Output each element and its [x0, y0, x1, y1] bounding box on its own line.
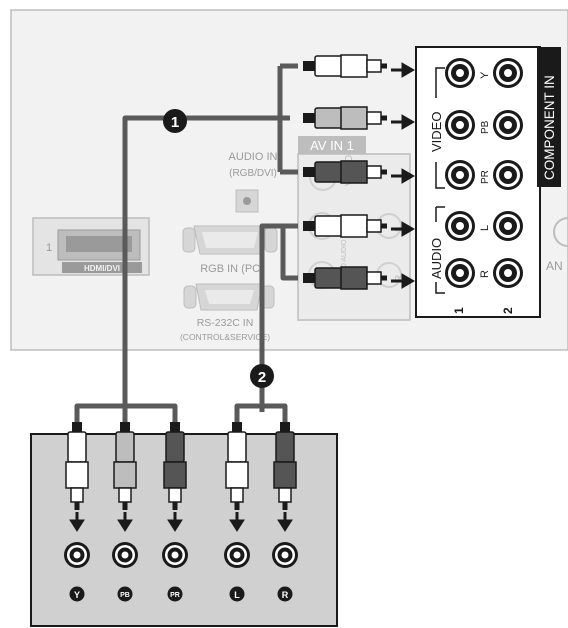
svg-text:Y: Y: [74, 590, 80, 600]
component-r-jack-2: [493, 258, 523, 288]
arrows-down: [69, 512, 293, 532]
component-y-jack-1: [445, 58, 475, 88]
rs232-sublabel: (CONTROL&SERVICE): [180, 332, 270, 342]
step-badge-2: 2: [250, 364, 274, 388]
svg-text:L: L: [234, 590, 240, 600]
antenna-port: [553, 217, 568, 247]
antenna-label: AN: [546, 259, 563, 273]
hdmi-label: HDMI/DVI: [84, 264, 120, 273]
component-port-label-pb: PB: [480, 120, 491, 134]
arrows-right: [391, 62, 415, 289]
component-y-jack-2: [493, 58, 523, 88]
rgb-port: [182, 225, 278, 255]
device-r-jack: [272, 542, 298, 568]
device-label-pr: PR: [167, 586, 183, 602]
av-r-label: R: [394, 275, 405, 282]
step-number-2: 2: [258, 369, 266, 386]
audio-in-label: AUDIO IN: [229, 151, 278, 163]
video-cable: [122, 63, 298, 412]
component-l-jack-1: [445, 211, 475, 241]
component-port-label-l: L: [479, 225, 491, 231]
component-audio-label: AUDIO: [429, 238, 444, 279]
component-port-label-r: R: [479, 270, 491, 278]
device-cable-split: [74, 403, 288, 425]
step-number-1: 1: [171, 114, 179, 131]
device-label-l: L: [229, 586, 245, 602]
component-title: COMPONENT IN: [542, 75, 557, 180]
component-l-jack-2: [493, 211, 523, 241]
svg-text:R: R: [282, 590, 289, 600]
rs232-label: RS-232C IN: [197, 317, 254, 329]
svg-text:PB: PB: [120, 592, 130, 599]
av-in-label: AV IN 1: [310, 138, 354, 153]
audio-in-sublabel: (RGB/DVI): [229, 168, 277, 179]
device-label-r: R: [277, 586, 293, 602]
device-y-jack: [64, 542, 90, 568]
component-pr-jack-1: [445, 160, 475, 190]
device-pb-jack: [112, 542, 138, 568]
hdmi-number: 1: [46, 242, 52, 254]
component-column-label-2: 2: [501, 307, 515, 314]
component-pb-jack-1: [445, 110, 475, 140]
component-port-label-pr: PR: [480, 170, 491, 184]
av-audio-label: MONO AUDIO: [341, 239, 348, 285]
component-pb-jack-2: [493, 110, 523, 140]
audio-cable: [259, 223, 298, 412]
device-label-y: Y: [69, 586, 85, 602]
device-label-pb: PB: [117, 586, 133, 602]
component-pr-jack-2: [493, 160, 523, 190]
component-r-jack-1: [445, 258, 475, 288]
component-port-label-y: Y: [479, 71, 491, 79]
device-pr-jack: [162, 542, 188, 568]
component-column-label-1: 1: [452, 307, 466, 314]
rs232-port: [183, 283, 275, 311]
av-in-header: [298, 136, 366, 154]
component-video-label: VIDEO: [429, 112, 444, 152]
svg-text:PR: PR: [170, 592, 180, 599]
step-badge-1: 1: [163, 109, 187, 133]
rgb-label: RGB IN (PC): [200, 263, 264, 275]
device-l-jack: [224, 542, 250, 568]
component-title-bar: [537, 47, 561, 187]
